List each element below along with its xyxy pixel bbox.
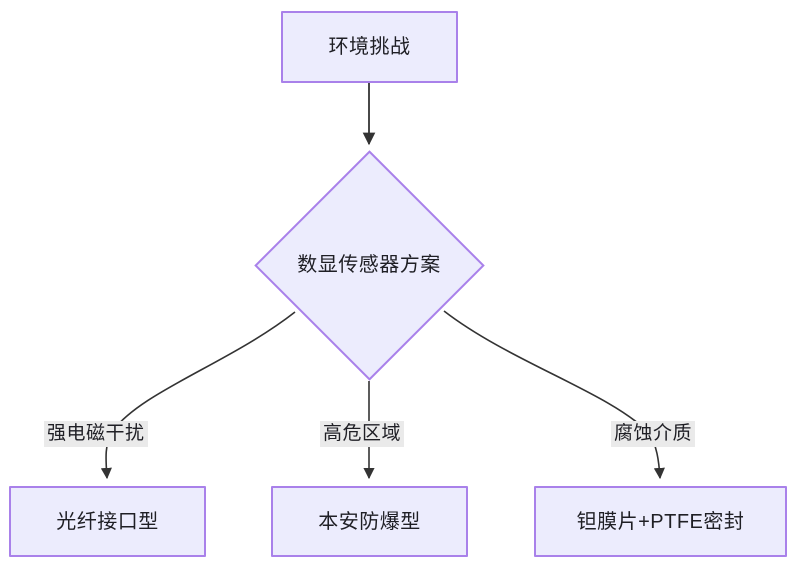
edge-solution-to-tantalum bbox=[443, 310, 665, 480]
node-fiber-optic[interactable]: 光纤接口型 bbox=[9, 486, 206, 557]
edge-label-corrosive: 腐蚀介质 bbox=[611, 421, 696, 447]
node-tantalum-ptfe[interactable]: 钽膜片+PTFE密封 bbox=[534, 486, 787, 557]
node-sensor-solution[interactable] bbox=[254, 150, 485, 381]
node-env-challenge[interactable]: 环境挑战 bbox=[281, 11, 458, 83]
node-intrinsic-safe[interactable]: 本安防爆型 bbox=[271, 486, 468, 557]
edge-solution-to-fiber bbox=[100, 311, 296, 480]
edge-label-hazard: 高危区域 bbox=[320, 421, 405, 447]
edge-label-emi: 强电磁干扰 bbox=[44, 421, 148, 447]
